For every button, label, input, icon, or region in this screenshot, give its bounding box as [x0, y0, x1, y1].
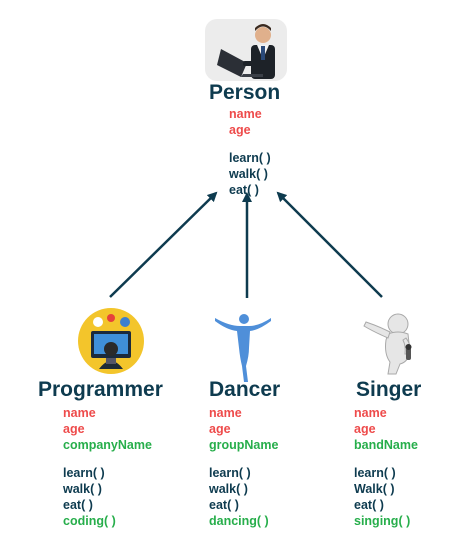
person-title: Person	[209, 81, 281, 104]
person-attr-age: age	[229, 123, 251, 137]
programmer-attr-name: name	[63, 406, 96, 420]
dancer-silhouette-icon	[215, 314, 271, 382]
dancer-method-learn: learn( )	[209, 466, 251, 480]
dancer-attr-name: name	[209, 406, 242, 420]
singer-title: Singer	[356, 378, 422, 401]
programmer-computer-icon	[78, 308, 144, 374]
singer-attr-age: age	[354, 422, 376, 436]
dancer-title: Dancer	[209, 378, 281, 401]
programmer-attr-age: age	[63, 422, 85, 436]
singer-method-singing: singing( )	[354, 514, 411, 528]
arrow-programmer-to-person	[109, 191, 218, 298]
person-method-walk: walk( )	[229, 167, 268, 181]
singer-attr-bandname: bandName	[354, 438, 418, 452]
dancer-members: name age groupName learn( ) walk( ) eat(…	[209, 405, 278, 529]
dancer-method-walk: walk( )	[209, 482, 248, 496]
programmer-attr-companyname: companyName	[63, 438, 152, 452]
dancer-method-dancing: dancing( )	[209, 514, 269, 528]
programmer-members: name age companyName learn( ) walk( ) ea…	[63, 405, 152, 529]
person-members: name age learn( ) walk( ) eat( )	[229, 106, 271, 198]
programmer-method-learn: learn( )	[63, 466, 105, 480]
programmer-method-walk: walk( )	[63, 482, 102, 496]
person-method-eat: eat( )	[229, 183, 259, 197]
businessman-laptop-icon	[205, 19, 287, 81]
singer-microphone-icon	[363, 313, 412, 375]
dancer-attr-age: age	[209, 422, 231, 436]
arrow-singer-to-person	[276, 191, 383, 298]
singer-method-learn: learn( )	[354, 466, 396, 480]
dancer-attr-groupname: groupName	[209, 438, 279, 452]
person-attr-name: name	[229, 107, 262, 121]
dancer-method-eat: eat( )	[209, 498, 239, 512]
singer-method-eat: eat( )	[354, 498, 384, 512]
singer-method-walk: Walk( )	[354, 482, 395, 496]
programmer-method-eat: eat( )	[63, 498, 93, 512]
programmer-title: Programmer	[38, 378, 163, 401]
person-method-learn: learn( )	[229, 151, 271, 165]
programmer-method-coding: coding( )	[63, 514, 116, 528]
singer-attr-name: name	[354, 406, 387, 420]
singer-members: name age bandName learn( ) Walk( ) eat( …	[354, 405, 418, 529]
